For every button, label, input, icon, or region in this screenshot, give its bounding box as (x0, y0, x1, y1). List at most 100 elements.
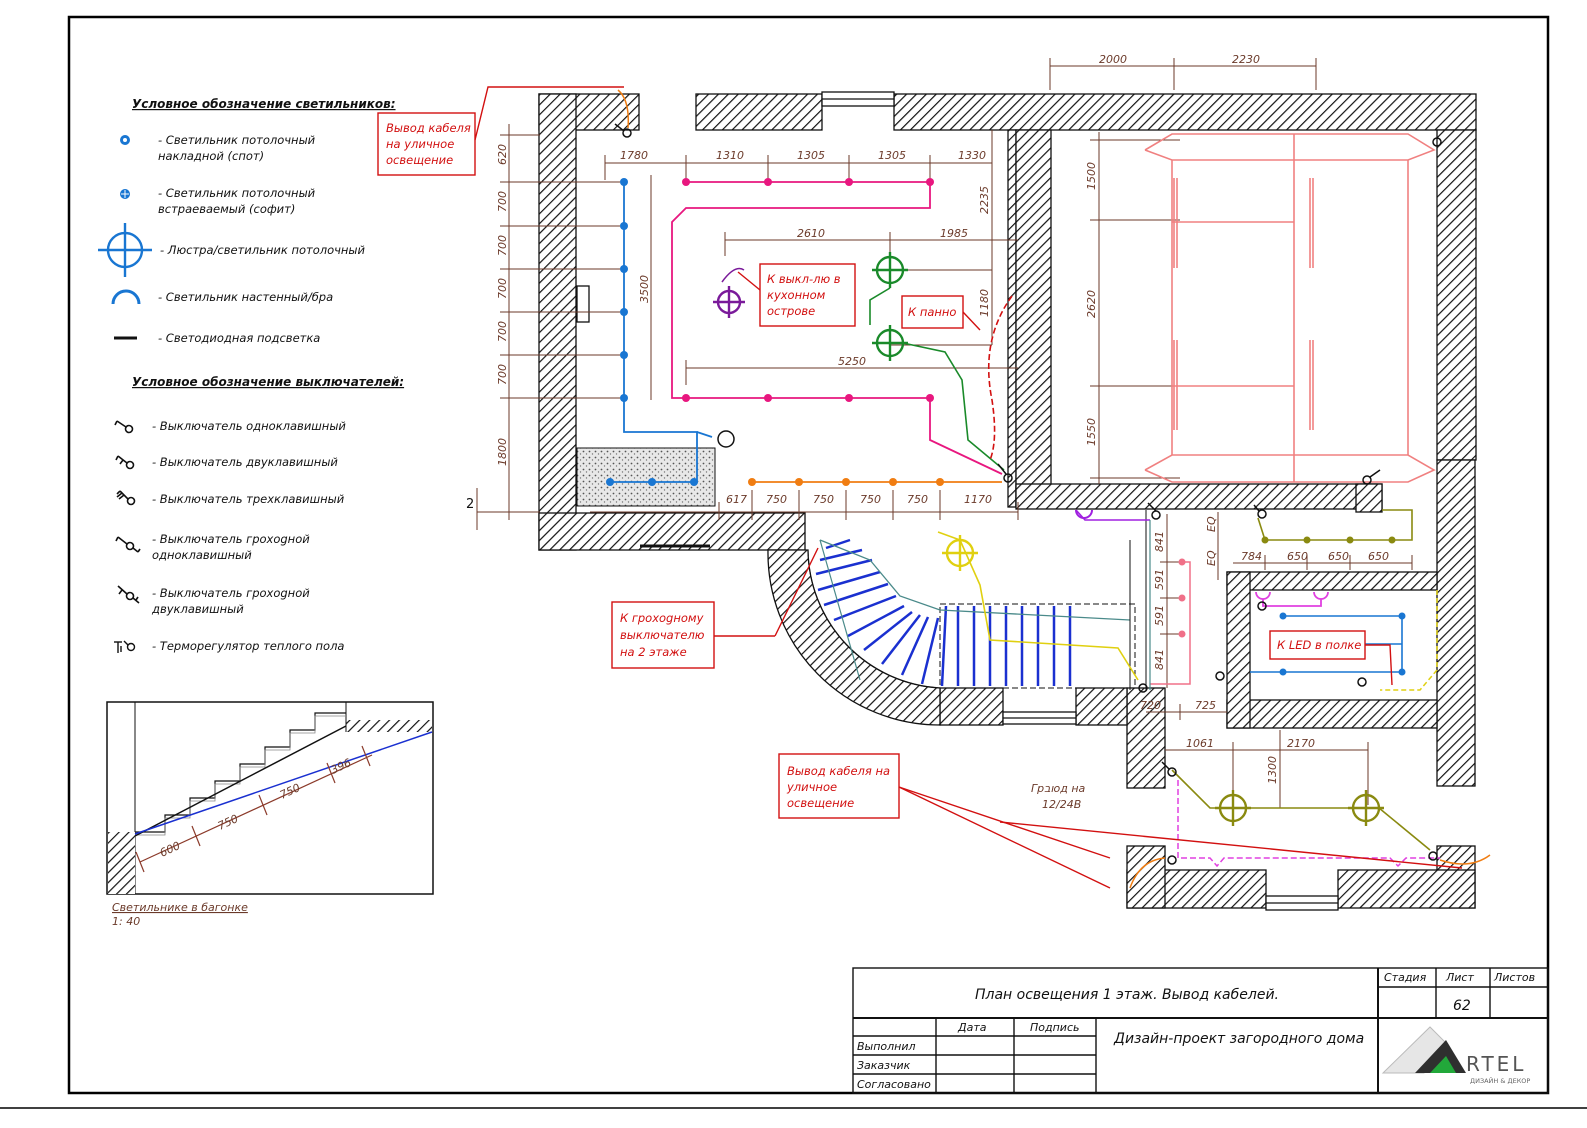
legend-light-5: - Светодиодная подсветка (158, 331, 320, 345)
dim-right-3: 1550 (1085, 418, 1098, 446)
switch-symbols (614, 123, 1442, 865)
logo-text: RTEL (1466, 1052, 1526, 1076)
note-pass-l2: выключателю (620, 628, 705, 642)
artel-logo: RTEL ДИЗАЙН & ДЕКОР (1381, 1026, 1530, 1085)
legend-light-3: - Люстра/светильник потолочный (160, 243, 366, 257)
sheet-number: 62 (1453, 998, 1471, 1014)
dim-left-2: 700 (496, 191, 509, 212)
dim-eq-1: EQ (1205, 516, 1218, 532)
dim-right-top-1: 2000 (1099, 53, 1127, 66)
dim-bottom-6: 1170 (964, 493, 992, 506)
stair-detail-caption: Светильнике в багонке (112, 901, 248, 914)
switch-double-icon (115, 455, 135, 470)
stair-section-detail: 600 750 750 396 Светильнике в багонке 1:… (106, 701, 434, 928)
legend-light-1-line1: - Светильник потолочный (158, 133, 316, 147)
logo-subtext: ДИЗАЙН & ДЕКОР (1470, 1076, 1530, 1085)
wall-lamp-icon (111, 289, 141, 305)
project-title: Дизайн-проект загородного дома (1113, 1031, 1364, 1047)
note-cable-out-1-l2: на уличное (386, 137, 454, 151)
dim-left-1: 620 (496, 144, 509, 165)
legend-switch-6: - Терморегулятор теплого пола (152, 639, 344, 653)
legend-switch-5-line2: двуклавишный (151, 602, 244, 616)
dim-stair-1: 841 (1153, 531, 1166, 552)
dim-right-top-2: 2230 (1232, 53, 1260, 66)
dim-corr-3: 650 (1328, 550, 1349, 563)
dim-corr-1: 784 (1241, 550, 1262, 563)
dim-1300: 1300 (1266, 756, 1279, 784)
dim-3500: 3500 (638, 275, 651, 303)
switch-pass-double-icon (117, 585, 140, 604)
sheet-header: Лист (1445, 971, 1474, 984)
row-client: Заказчик (857, 1059, 911, 1072)
title-block (852, 967, 1549, 1094)
dim-2610: 2610 (797, 227, 825, 240)
sign-header: Подпись (1030, 1021, 1079, 1034)
dim-bath-1: 1061 (1186, 737, 1214, 750)
switch-single-icon (114, 420, 134, 434)
dim-stair-4: 841 (1153, 649, 1166, 670)
downlight-icon (120, 189, 130, 199)
dim-bottom-5: 750 (907, 493, 928, 506)
dim-right-2: 2620 (1085, 290, 1098, 318)
row-done: Выполнил (857, 1040, 916, 1053)
lighting-wiring (606, 89, 1491, 889)
legend-light-2-line1: - Светильник потолочный (158, 186, 316, 200)
legend-switch-5-line1: - Выключатель грохоgной (152, 586, 310, 600)
walls (538, 91, 1477, 911)
legend-light-4: - Светильник настенный/бра (158, 290, 333, 304)
note-panel: К панно (908, 305, 956, 319)
legend-switch-3: - Выключатель трехклавишный (152, 492, 345, 506)
legend-switch-2: - Выключатель двуклавишный (152, 455, 338, 469)
chandelier-icon (98, 223, 152, 277)
legend-lights-title: Условное обозначение светильников: (132, 97, 396, 111)
dim-top-2: 1310 (716, 149, 744, 162)
legend-switch-4-line2: одноклавишный (152, 548, 252, 562)
thermostat-icon (114, 640, 136, 653)
drawing-title: План освещения 1 этаж. Вывод кабелей. (975, 987, 1279, 1003)
dim-left-6: 700 (496, 364, 509, 385)
note-kitchen-l3: острове (767, 304, 815, 318)
switch-pass-single-icon (115, 536, 141, 553)
switch-triple-icon (116, 490, 136, 506)
spot-icon (120, 135, 130, 145)
dim-top-3: 1305 (797, 149, 825, 162)
annotations: Вывод кабеля на уличное освещение К выкл… (377, 86, 1463, 889)
sheet-frame (67, 15, 1550, 1095)
legend-switch-1: - Выключатель одноклавишный (152, 419, 346, 433)
note-led-shelf: К LED в полке (1277, 638, 1361, 652)
note-cable-out-2-l3: освещение (787, 796, 854, 810)
dim-right-1: 1500 (1085, 162, 1098, 190)
dim-1180: 1180 (978, 289, 991, 317)
note-cable-out-1-l3: освещение (386, 153, 453, 167)
sheets-header: Листов (1493, 971, 1535, 984)
dim-left-4: 700 (496, 278, 509, 299)
switch-circle-icon (717, 430, 735, 448)
dim-left-5: 700 (496, 321, 509, 342)
date-header: Дата (957, 1021, 987, 1034)
dim-2235: 2235 (978, 186, 991, 214)
dim-bottom-2: 750 (766, 493, 787, 506)
legend-light-1-line2: накладной (спот) (158, 149, 264, 163)
hearth (576, 447, 716, 507)
note-kitchen-l2: кухонном (767, 288, 826, 302)
dim-725: 725 (1195, 699, 1216, 712)
dim-corr-2: 650 (1287, 550, 1308, 563)
staircase (807, 510, 1147, 690)
dim-left-7: 1800 (496, 438, 509, 466)
dim-top-1: 1780 (620, 149, 648, 162)
dim-eq-2: EQ (1205, 550, 1218, 566)
dim-bottom-3: 750 (813, 493, 834, 506)
note-wire-l2: 12/24В (1042, 798, 1081, 811)
note-cable-out-2-l2: уличное (786, 780, 837, 794)
dim-stair-2: 591 (1153, 569, 1166, 590)
dim-1985: 1985 (940, 227, 968, 240)
dim-5250: 5250 (838, 355, 866, 368)
dim-stair-3: 591 (1153, 605, 1166, 626)
dim-bottom-1: 617 (726, 493, 747, 506)
dim-top-4: 1305 (878, 149, 906, 162)
note-cable-out-1-l1: Вывод кабеля (386, 121, 471, 135)
dim-left-3: 700 (496, 235, 509, 256)
dimensions (476, 58, 1413, 808)
